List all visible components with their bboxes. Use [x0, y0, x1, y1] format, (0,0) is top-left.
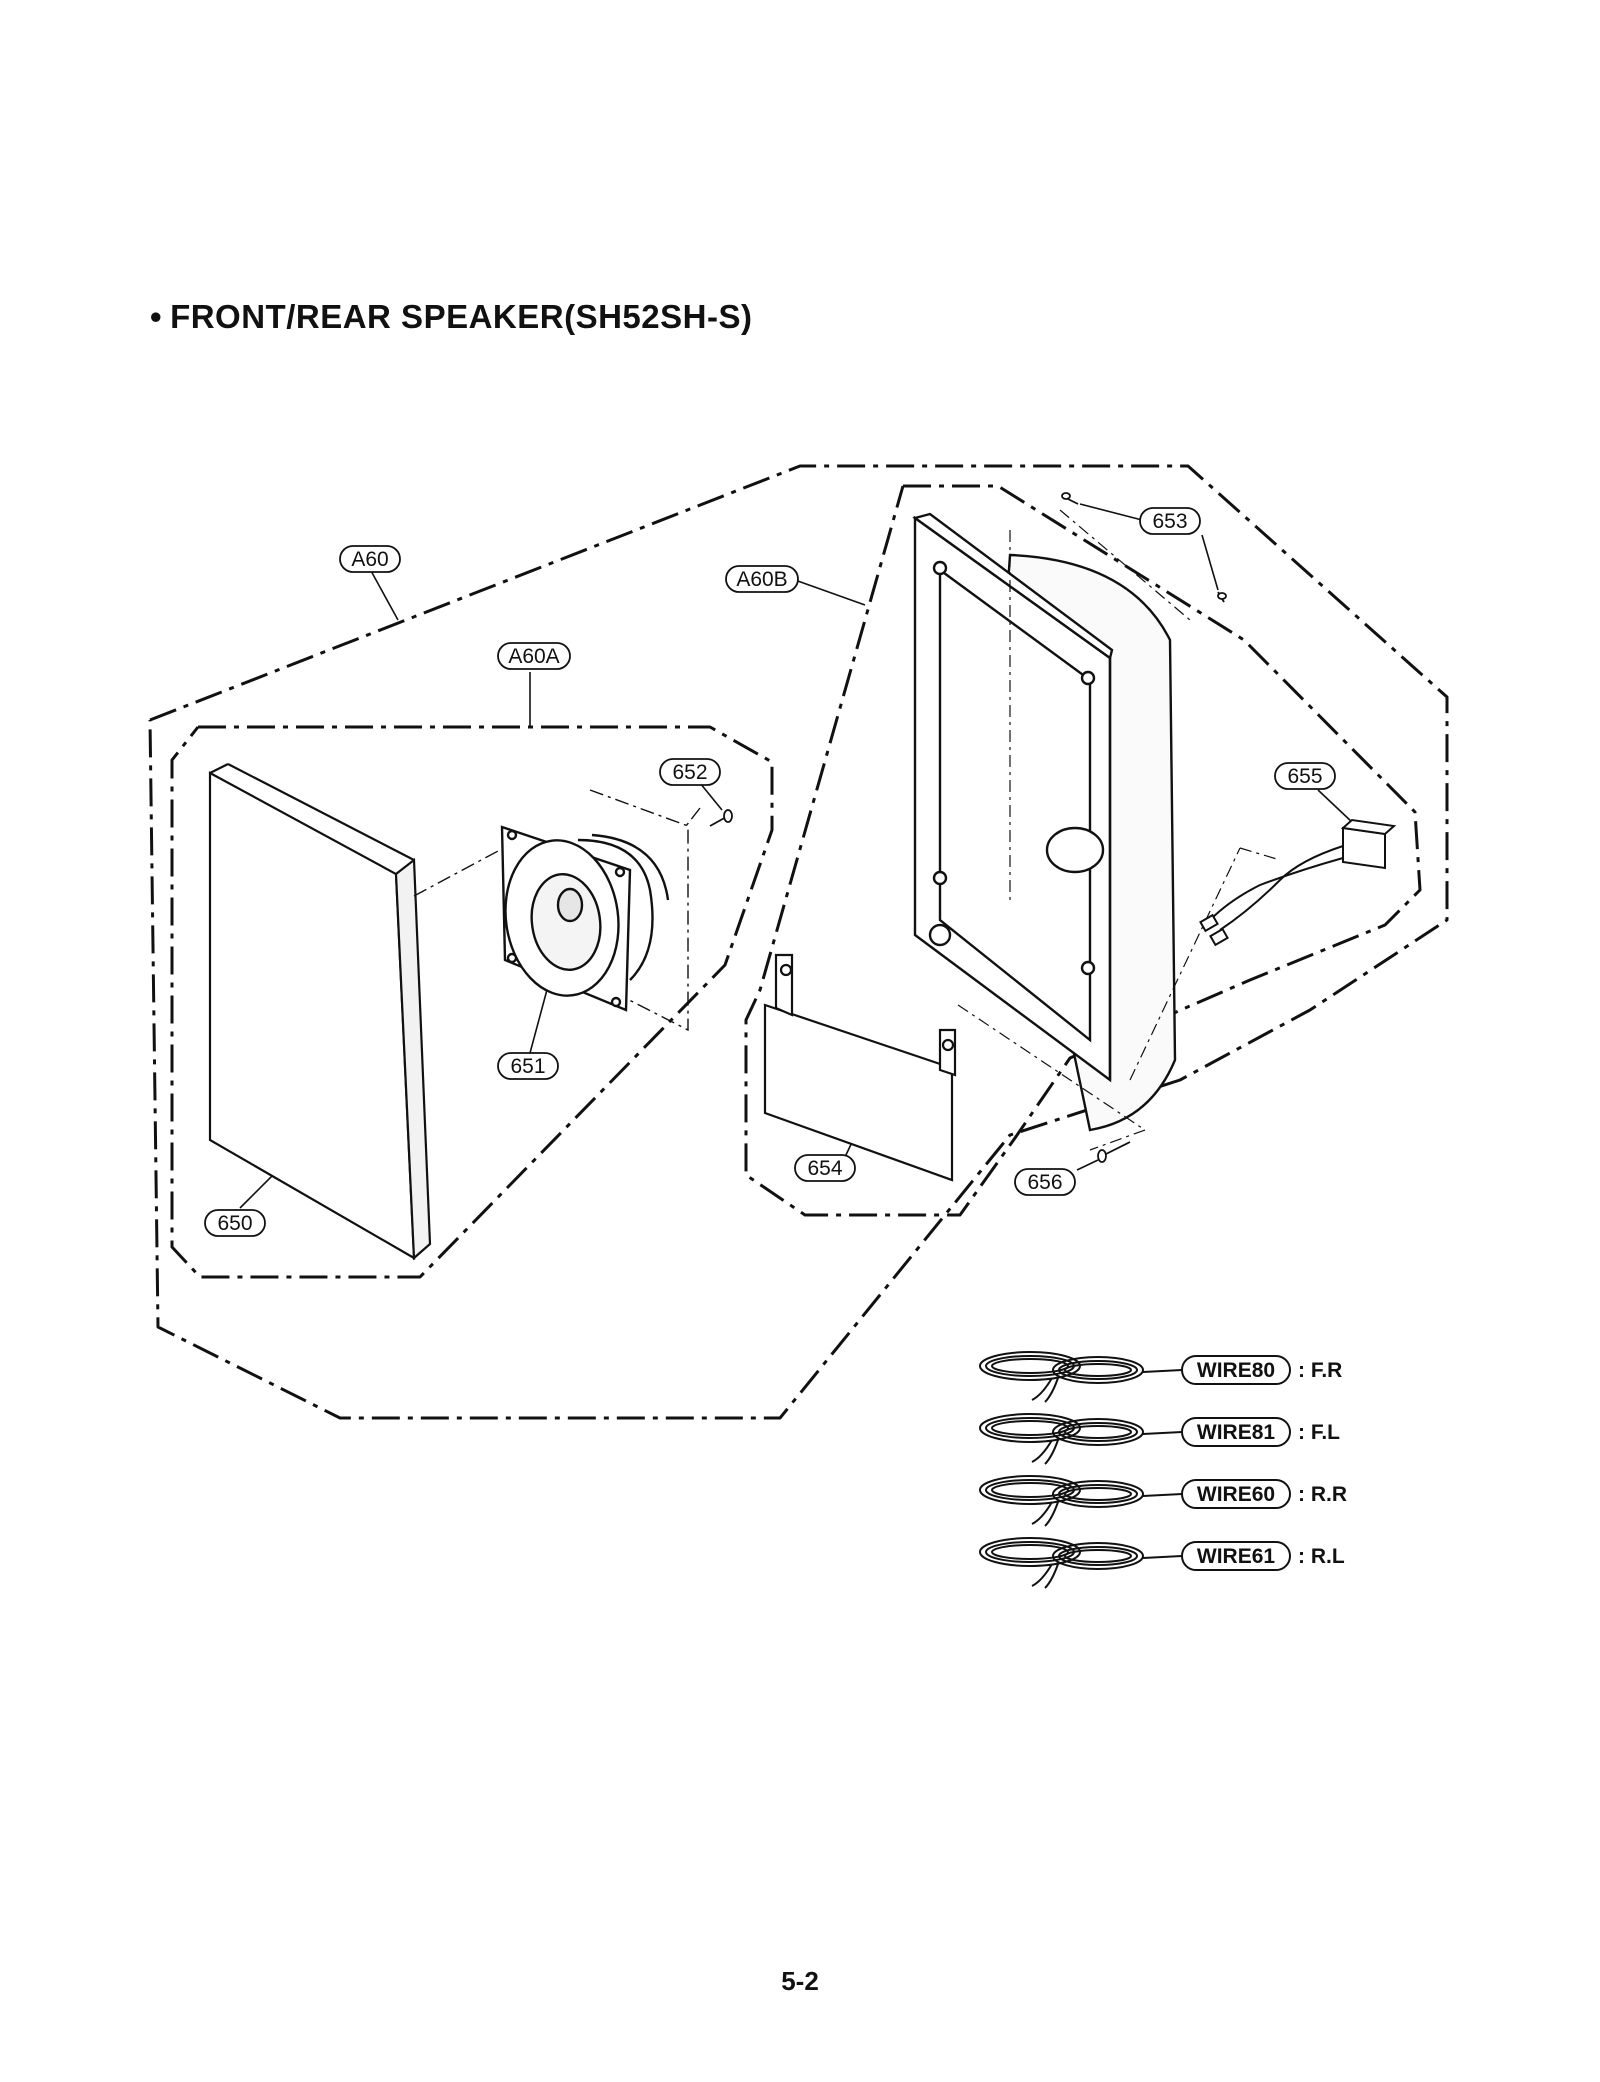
- wire-suffix-2: : R.R: [1298, 1483, 1347, 1506]
- title-bullet: •: [150, 298, 163, 335]
- leader-656: [1076, 1159, 1099, 1171]
- terminal-655: [1199, 818, 1397, 947]
- leader-652: [699, 782, 723, 811]
- callout-wire80[interactable]: [1181, 1355, 1291, 1385]
- wire-code-2: WIRE60: [1197, 1483, 1275, 1506]
- label-650: 650: [217, 1212, 252, 1235]
- speaker-cabinet: [912, 512, 1177, 1132]
- title-text: FRONT/REAR SPEAKER(SH52SH-S): [170, 298, 753, 335]
- speaker-driver-651: [500, 825, 670, 1012]
- callout-653[interactable]: [1139, 507, 1201, 535]
- callout-a60b[interactable]: [725, 565, 799, 593]
- label-656: 656: [1027, 1171, 1062, 1194]
- callout-wire60[interactable]: [1181, 1479, 1291, 1509]
- callout-wire61[interactable]: [1181, 1541, 1291, 1571]
- bracket-654: [763, 953, 957, 1182]
- leader-a60b: [794, 579, 866, 606]
- callout-656[interactable]: [1014, 1168, 1076, 1196]
- wire-code-0: WIRE80: [1197, 1359, 1275, 1382]
- label-654: 654: [807, 1157, 842, 1180]
- leader-653a: [1079, 503, 1143, 521]
- wire-suffix-0: : F.R: [1298, 1359, 1342, 1382]
- callout-a60a[interactable]: [497, 642, 571, 670]
- screw-652: [709, 809, 733, 827]
- page-number: 5-2: [781, 1966, 819, 1996]
- label-a60a: A60A: [508, 645, 559, 668]
- callout-a60[interactable]: [339, 545, 401, 573]
- leader-653b: [1201, 534, 1219, 591]
- wire-code-1: WIRE81: [1197, 1421, 1276, 1444]
- label-a60b: A60B: [736, 568, 787, 591]
- label-a60: A60: [351, 548, 388, 571]
- wire-coil-wire61: [979, 1537, 1183, 1589]
- front-grille-650: [208, 763, 432, 1261]
- label-655: 655: [1287, 765, 1322, 788]
- leader-655: [1317, 789, 1354, 824]
- screws-653: [1061, 492, 1227, 603]
- callout-654[interactable]: [794, 1154, 856, 1182]
- callout-650[interactable]: [204, 1209, 266, 1237]
- page-title: •FRONT/REAR SPEAKER(SH52SH-S): [150, 298, 752, 336]
- leader-a60: [369, 568, 399, 621]
- wire-coil-wire80: [979, 1351, 1183, 1403]
- wire-suffix-1: : F.L: [1298, 1421, 1340, 1444]
- callout-wire81[interactable]: [1181, 1417, 1291, 1447]
- label-653: 653: [1152, 510, 1187, 533]
- label-651: 651: [510, 1055, 545, 1078]
- screw-656: [1097, 1141, 1131, 1163]
- wire-code-3: WIRE61: [1197, 1545, 1276, 1568]
- wire-coil-wire81: [979, 1413, 1183, 1465]
- wire-suffix-3: : R.L: [1298, 1545, 1345, 1568]
- callout-652[interactable]: [659, 758, 721, 786]
- callout-655[interactable]: [1274, 762, 1336, 790]
- boundary-a60b: [744, 484, 1422, 1217]
- label-652: 652: [672, 761, 707, 784]
- wire-coil-wire60: [979, 1475, 1183, 1527]
- boundary-a60a: [170, 725, 774, 1279]
- callout-651[interactable]: [497, 1052, 559, 1080]
